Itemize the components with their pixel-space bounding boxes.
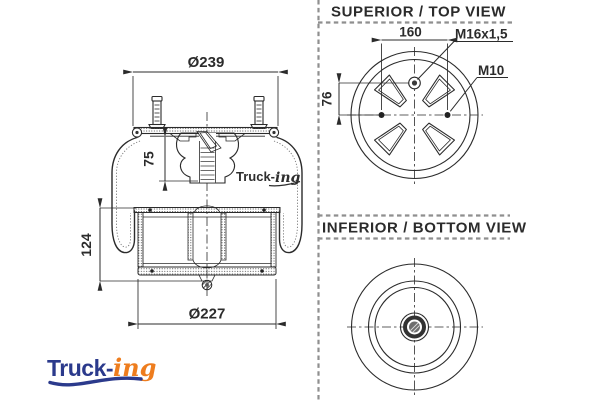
thread-center-label: M16x1,5 bbox=[455, 27, 508, 42]
watermark-brand-script: ing bbox=[275, 170, 300, 186]
top-view: SUPERIOR / TOP VIEW bbox=[318, 4, 513, 184]
dim-lower-height: 124 bbox=[78, 198, 202, 291]
dim-stud-spacing-label: 160 bbox=[399, 25, 422, 40]
thread-studs-label: M10 bbox=[478, 63, 504, 78]
m10-stud-left bbox=[378, 112, 385, 118]
brand-logo: Truck- ing bbox=[47, 353, 156, 387]
m10-stud-right bbox=[444, 112, 451, 118]
dim-plate-diameter: Ø239 bbox=[123, 54, 288, 126]
dim-center-offset: 76 bbox=[320, 73, 409, 125]
center-boss bbox=[176, 131, 239, 184]
watermark-underline bbox=[268, 180, 301, 187]
label-thread-center: M16x1,5 bbox=[417, 27, 513, 80]
bottom-view: INFERIOR / BOTTOM VIEW bbox=[318, 214, 527, 396]
m16-port-core bbox=[411, 80, 418, 86]
stud-right bbox=[250, 95, 268, 130]
dim-plate-diameter-label: Ø239 bbox=[188, 54, 225, 71]
watermark-brand-bold: Truck- bbox=[236, 169, 275, 184]
dim-piston-diameter: Ø227 bbox=[128, 279, 286, 329]
bottom-view-title: INFERIOR / BOTTOM VIEW bbox=[322, 220, 527, 237]
bellows-watermark: Truck-ing bbox=[236, 169, 301, 187]
dim-center-offset-label: 76 bbox=[320, 91, 335, 107]
logo-swoosh bbox=[48, 376, 143, 387]
logo-brand-bold: Truck- bbox=[47, 355, 113, 381]
top-view-title: SUPERIOR / TOP VIEW bbox=[331, 4, 506, 21]
watermark-text: Truck-ing bbox=[236, 169, 301, 186]
stud-left bbox=[148, 95, 166, 130]
side-view: Ø239 bbox=[78, 54, 303, 329]
dim-lower-height-label: 124 bbox=[78, 233, 94, 257]
dim-piston-diameter-label: Ø227 bbox=[189, 306, 226, 323]
dim-upper-height-label: 75 bbox=[141, 151, 157, 167]
piston bbox=[133, 205, 281, 291]
dim-stud-spacing: 160 bbox=[371, 25, 458, 110]
vent-slots bbox=[373, 74, 456, 156]
bellows bbox=[111, 136, 303, 254]
bottom-fitting bbox=[399, 312, 430, 342]
dim-upper-height: 75 bbox=[141, 127, 198, 191]
label-thread-studs: M10 bbox=[449, 63, 508, 112]
